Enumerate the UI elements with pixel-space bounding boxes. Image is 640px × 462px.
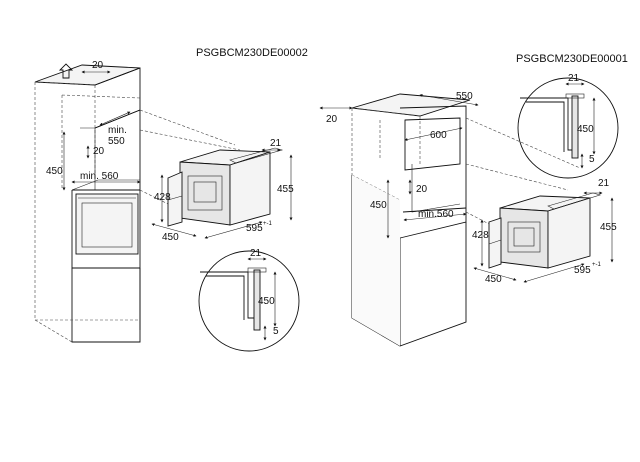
- left-tall-cabinet: [34, 63, 141, 343]
- left-appl-dim-595: 595: [246, 223, 263, 234]
- left-appl-dim-428: 428: [154, 192, 171, 203]
- left-dim-450: 450: [46, 166, 63, 177]
- right-appl-dim-455: 455: [600, 222, 617, 233]
- right-appl-dim-450: 450: [485, 274, 502, 285]
- right-detail-dim-450: 450: [577, 124, 594, 135]
- left-appl-dim-21: 21: [270, 138, 282, 149]
- left-dim-min560: min. 560: [80, 171, 119, 182]
- right-detail-dim-5: 5: [589, 154, 595, 165]
- right-dim-20-top: 20: [326, 114, 338, 125]
- right-dim-600: 600: [430, 130, 447, 141]
- left-appl-dim-450: 450: [162, 232, 179, 243]
- right-dim-550: 550: [456, 91, 473, 102]
- left-detail-dim-21: 21: [250, 248, 262, 259]
- right-model-title: PSGBCM230DE00001: [516, 53, 628, 65]
- right-dim-450: 450: [370, 200, 387, 211]
- right-appl-dim-428: 428: [472, 230, 489, 241]
- right-appl-dim-595: 595: [574, 265, 591, 276]
- left-model-title: PSGBCM230DE00002: [196, 47, 308, 59]
- left-appl-dim-595-tol: +-1: [263, 221, 273, 227]
- right-appliance-dims: 21 455 428 450 595 +-1: [472, 178, 617, 285]
- left-detail-circle: 21 450 5: [198, 248, 300, 352]
- right-detail-dim-21: 21: [568, 73, 580, 84]
- left-dim-min550-a: min.: [108, 125, 127, 136]
- left-appliance-dims: 21 455 428 450 595 +-1: [151, 138, 294, 243]
- left-detail-dim-5: 5: [273, 326, 279, 337]
- ventilation-arrow-icon: [58, 63, 74, 79]
- right-appliance: [488, 192, 602, 269]
- right-appl-dim-595-tol: +-1: [592, 262, 602, 268]
- right-appl-dim-21: 21: [598, 178, 610, 189]
- left-dim-20-inner: 20: [93, 146, 105, 157]
- left-dimensions: 20 min. 550 20 450 min. 560: [46, 60, 141, 191]
- right-dimensions: 20 550 600 20 450 min.560: [319, 91, 479, 239]
- right-dim-min560: min.560: [418, 209, 454, 220]
- left-appl-dim-455: 455: [277, 184, 294, 195]
- right-tall-cabinet: [351, 93, 471, 347]
- left-dim-20-top: 20: [92, 60, 104, 71]
- left-detail-dim-450: 450: [258, 296, 275, 307]
- left-appliance: [167, 147, 284, 227]
- right-dim-20-inner: 20: [416, 184, 428, 195]
- right-detail-circle: 21 450 5: [517, 73, 619, 179]
- left-dim-min550-b: 550: [108, 136, 125, 147]
